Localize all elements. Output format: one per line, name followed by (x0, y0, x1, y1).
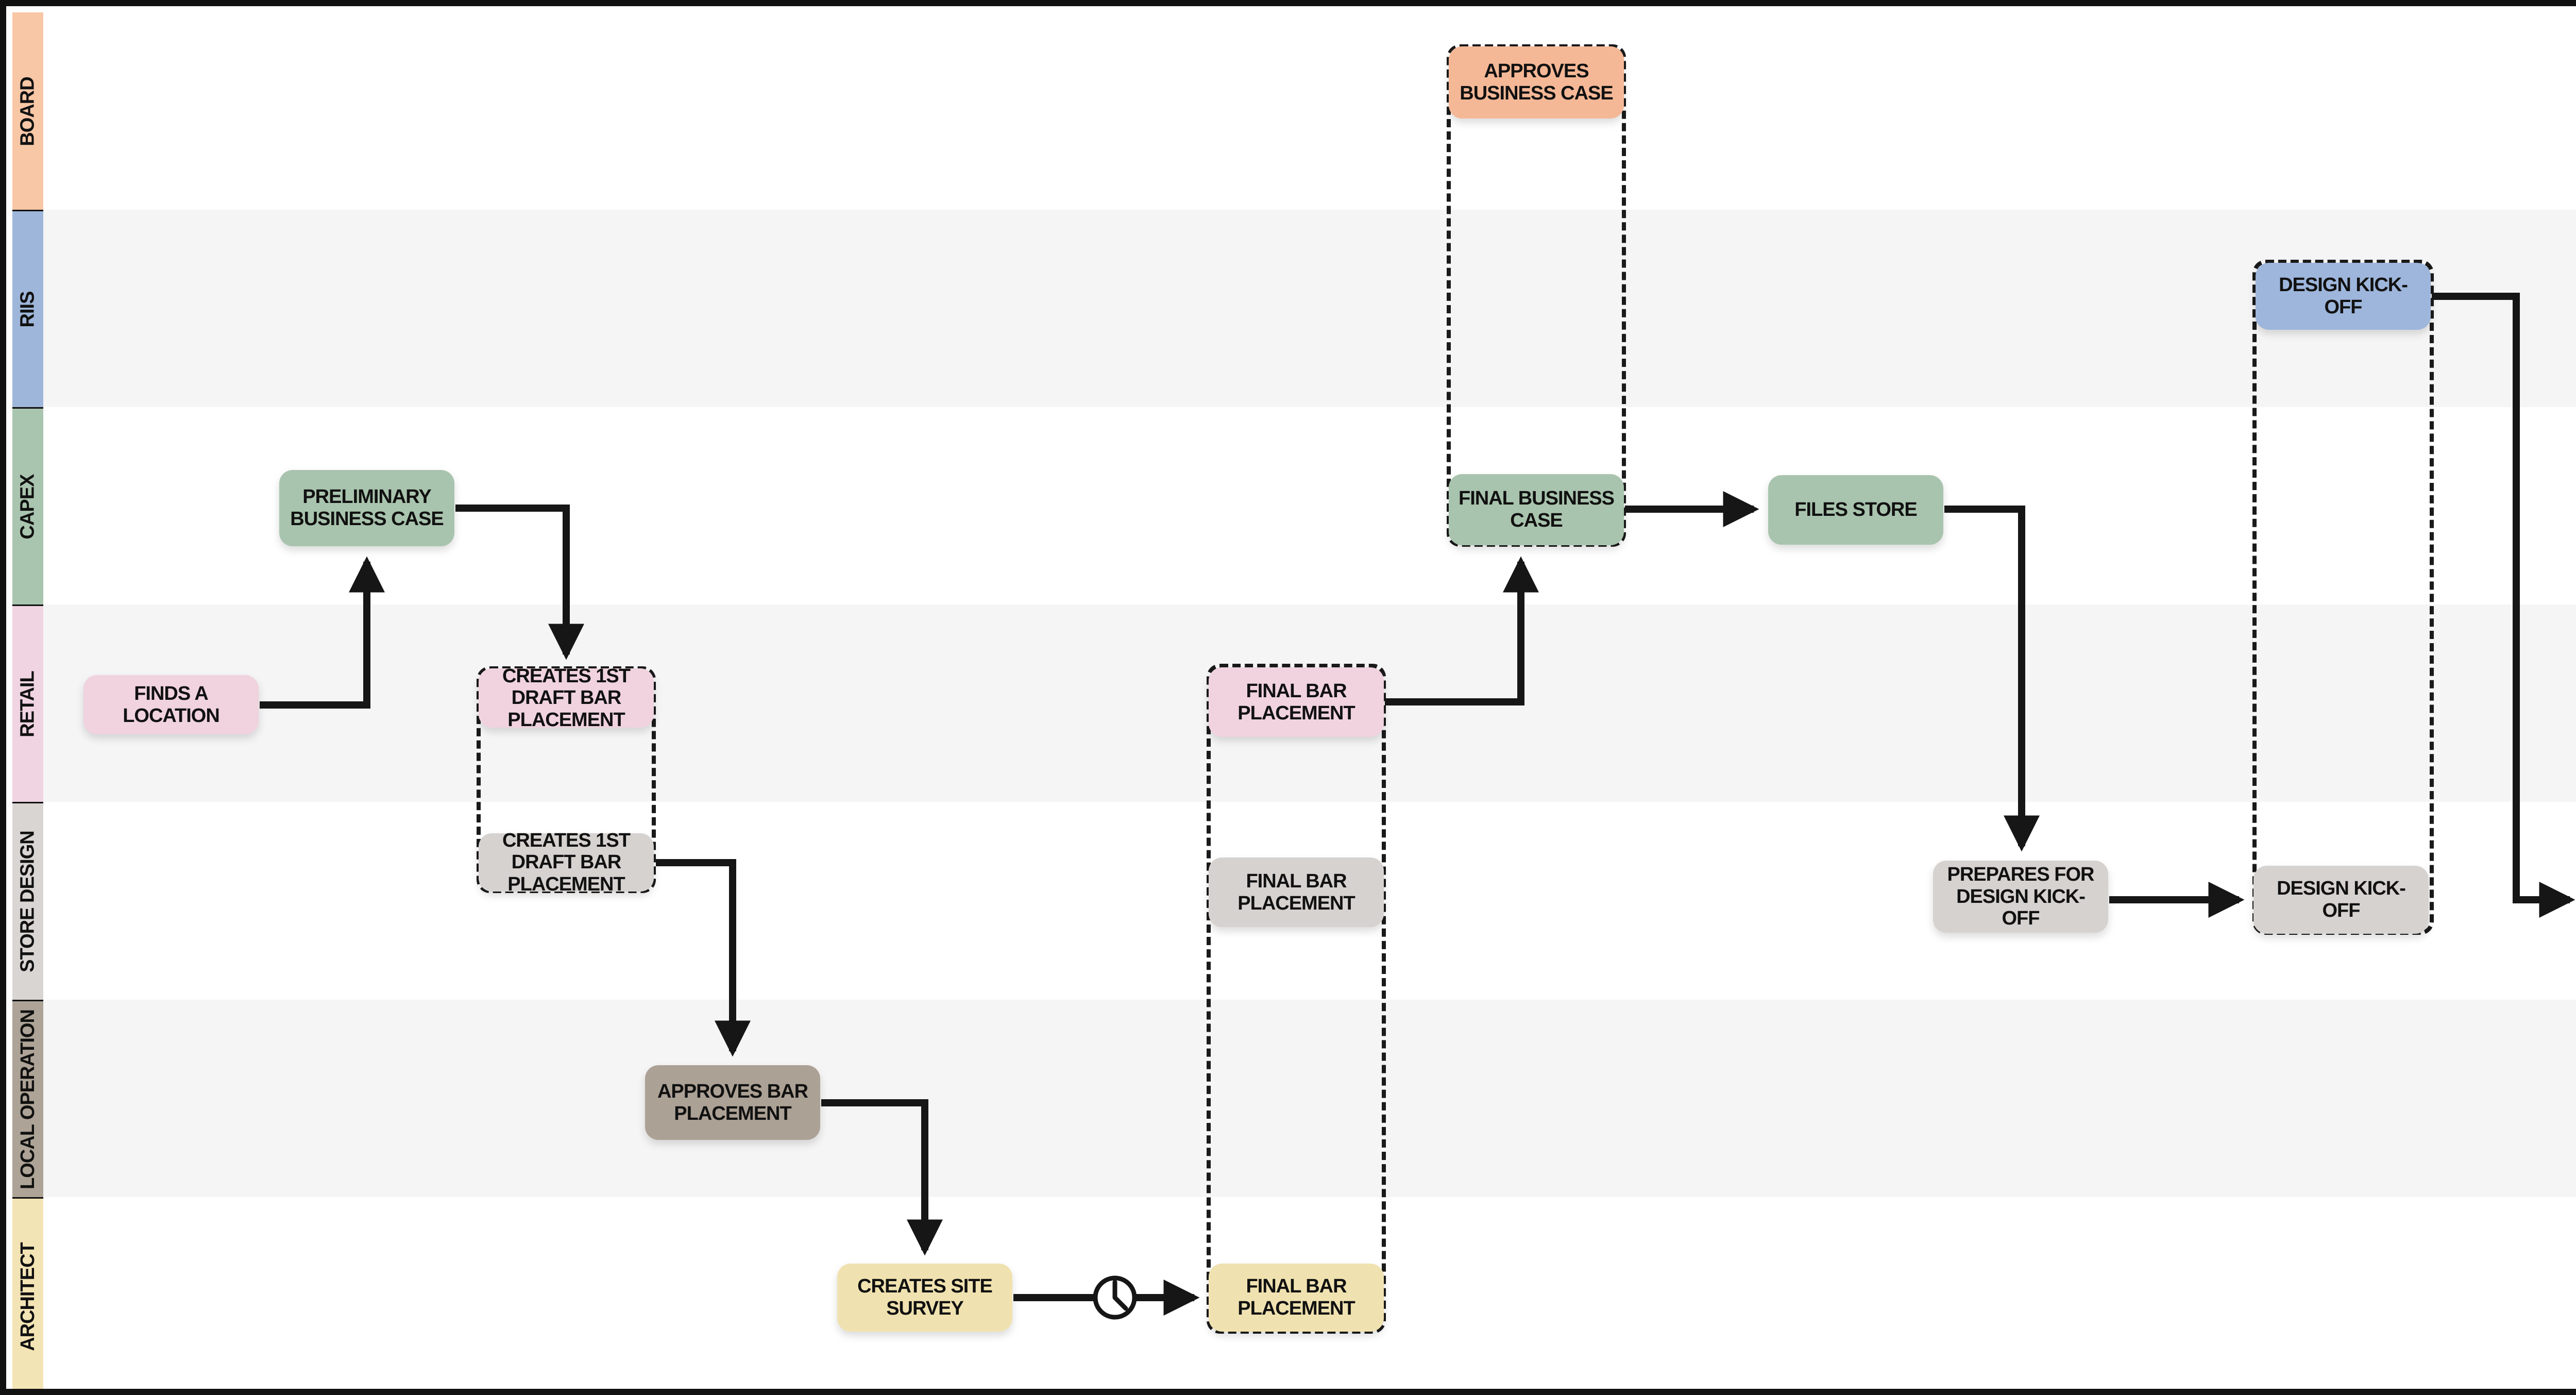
step-finds-a-location: FINDS A LOCATION (83, 675, 259, 734)
edge-location-to-preliminary (260, 556, 385, 709)
step-approves-business-case: APPROVES BUSINESS CASE (1449, 46, 1624, 119)
edge-final-bar-to-final-bc (1385, 556, 1539, 705)
step-label: CREATES SITE SURVEY (857, 1275, 993, 1319)
step-label: APPROVES BAR PLACEMENT (657, 1080, 808, 1124)
step-label: FINAL BUSINESS CASE (1458, 488, 1615, 531)
step-design-kickoff-store-design: DESIGN KICK-OFF (2253, 866, 2429, 934)
lane-label-retail: RETAIL (12, 604, 43, 802)
step-creates-draft-store-design: CREATES 1ST DRAFT BAR PLACEMENT (479, 830, 654, 895)
step-label: DESIGN KICK-OFF (2277, 878, 2406, 921)
lane-row-riis (43, 210, 2576, 408)
step-label: FINAL BAR PLACEMENT (1238, 680, 1355, 724)
lane-row-board (43, 12, 2576, 210)
timer-clock-icon (1093, 1275, 1137, 1320)
edge-preliminary-to-draft (455, 505, 584, 660)
lane-label-architect: ARCHITECT (12, 1197, 43, 1389)
step-creates-draft-retail: CREATES 1ST DRAFT BAR PLACEMENT (479, 665, 654, 731)
step-label: CREATES 1ST DRAFT BAR PLACEMENT (502, 829, 631, 895)
edge-draft-to-approves-bar (656, 859, 751, 1057)
step-label: FINAL BAR PLACEMENT (1238, 870, 1355, 914)
step-files-store: FILES STORE (1768, 475, 1943, 545)
step-label: FINDS A LOCATION (123, 682, 220, 727)
lane-label-board: BOARD (12, 12, 43, 210)
step-label: FILES STORE (1794, 499, 1917, 521)
step-preliminary-business-case: PRELIMINARY BUSINESS CASE (279, 470, 454, 546)
step-label: FINAL BAR PLACEMENT (1238, 1275, 1355, 1319)
step-final-bar-architect: FINAL BAR PLACEMENT (1209, 1264, 1384, 1332)
step-label: PRELIMINARY BUSINESS CASE (290, 486, 444, 530)
step-label: APPROVES BUSINESS CASE (1460, 60, 1613, 104)
step-final-bar-store-design: FINAL BAR PLACEMENT (1209, 858, 1384, 927)
step-label: CREATES 1ST DRAFT BAR PLACEMENT (502, 665, 631, 731)
step-label: DESIGN KICK-OFF (2279, 274, 2408, 318)
edge-files-store-to-prepares (1944, 506, 2040, 852)
step-design-kickoff-riis: DESIGN KICK-OFF (2256, 263, 2431, 330)
step-final-business-case: FINAL BUSINESS CASE (1449, 474, 1624, 545)
lane-label-store-design: STORE DESIGN (12, 802, 43, 1000)
edge-approves-bar-to-survey (821, 1099, 943, 1256)
step-approves-bar-placement: APPROVES BAR PLACEMENT (645, 1065, 820, 1140)
lane-label-capex: CAPEX (12, 407, 43, 605)
step-creates-site-survey: CREATES SITE SURVEY (837, 1264, 1012, 1332)
lane-row-local-operation (43, 1000, 2576, 1198)
flow-arrows (260, 293, 2575, 1320)
step-label: PREPARES FOR DESIGN KICK-OFF (1947, 864, 2094, 930)
edge-kickoff-to-approves-design (2432, 293, 2575, 918)
step-final-bar-retail: FINAL BAR PLACEMENT (1209, 667, 1384, 737)
step-prepares-for-design-kickoff: PREPARES FOR DESIGN KICK-OFF (1933, 861, 2108, 933)
group-final-bar-placement (1207, 664, 1386, 1334)
lane-label-local-operation: LOCAL OPERATION (12, 1000, 43, 1198)
lane-label-riis: RIIS (12, 210, 43, 408)
